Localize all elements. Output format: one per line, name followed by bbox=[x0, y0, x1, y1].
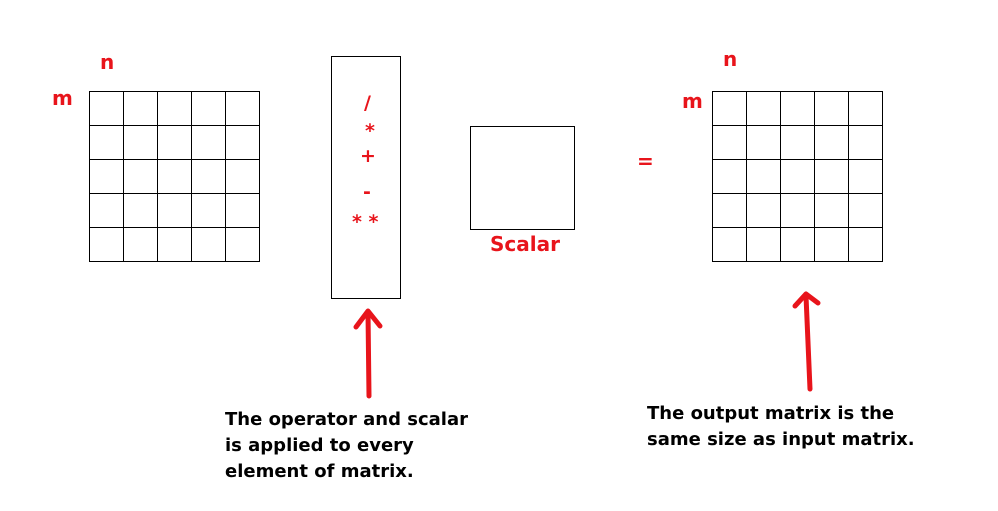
matrix-cell bbox=[848, 193, 883, 228]
matrix-row bbox=[712, 227, 883, 262]
matrix-cell bbox=[89, 125, 124, 160]
operator-power: * * bbox=[352, 211, 379, 233]
equals-sign: = bbox=[637, 149, 654, 173]
operator-add: + bbox=[360, 145, 376, 167]
matrix-cell bbox=[225, 125, 260, 160]
output-note-line: The output matrix is the bbox=[647, 403, 895, 424]
matrix-cell bbox=[848, 159, 883, 194]
matrix-cell bbox=[746, 227, 781, 262]
matrix-row bbox=[712, 125, 883, 160]
output-matrix-grid bbox=[712, 91, 883, 262]
operator-note-line: The operator and scalar bbox=[225, 409, 468, 430]
matrix-cell bbox=[157, 125, 192, 160]
matrix-cell bbox=[814, 227, 849, 262]
matrix-cell bbox=[746, 91, 781, 126]
matrix-cell bbox=[191, 91, 226, 126]
matrix-cell bbox=[225, 227, 260, 262]
matrix-row bbox=[712, 193, 883, 228]
scalar-box bbox=[470, 126, 575, 230]
matrix-row bbox=[89, 91, 260, 126]
operator-note: The operator and scalar is applied to ev… bbox=[225, 407, 468, 485]
operator-note-line: element of matrix. bbox=[225, 461, 414, 482]
matrix-cell bbox=[191, 227, 226, 262]
input-matrix-col-label: n bbox=[100, 50, 115, 74]
matrix-row bbox=[89, 227, 260, 262]
scalar-label: Scalar bbox=[490, 232, 560, 256]
matrix-cell bbox=[157, 193, 192, 228]
operator-arrow bbox=[353, 308, 383, 399]
operator-divide: / bbox=[364, 92, 371, 114]
output-arrow bbox=[792, 291, 821, 392]
operator-subtract: - bbox=[363, 181, 371, 203]
operator-note-line: is applied to every bbox=[225, 435, 414, 456]
output-matrix-row-label: m bbox=[682, 89, 703, 113]
matrix-cell bbox=[848, 125, 883, 160]
matrix-row bbox=[89, 193, 260, 228]
matrix-cell bbox=[848, 227, 883, 262]
matrix-cell bbox=[123, 159, 158, 194]
input-matrix-grid bbox=[89, 91, 260, 262]
matrix-cell bbox=[712, 227, 747, 262]
output-matrix-col-label: n bbox=[723, 47, 738, 71]
input-matrix-row-label: m bbox=[52, 86, 73, 110]
matrix-cell bbox=[814, 159, 849, 194]
matrix-row bbox=[89, 159, 260, 194]
operator-box bbox=[331, 56, 401, 299]
operator-multiply: * bbox=[365, 120, 375, 142]
output-note-line: same size as input matrix. bbox=[647, 429, 915, 450]
matrix-row bbox=[712, 159, 883, 194]
output-note: The output matrix is the same size as in… bbox=[647, 401, 915, 453]
matrix-cell bbox=[814, 125, 849, 160]
